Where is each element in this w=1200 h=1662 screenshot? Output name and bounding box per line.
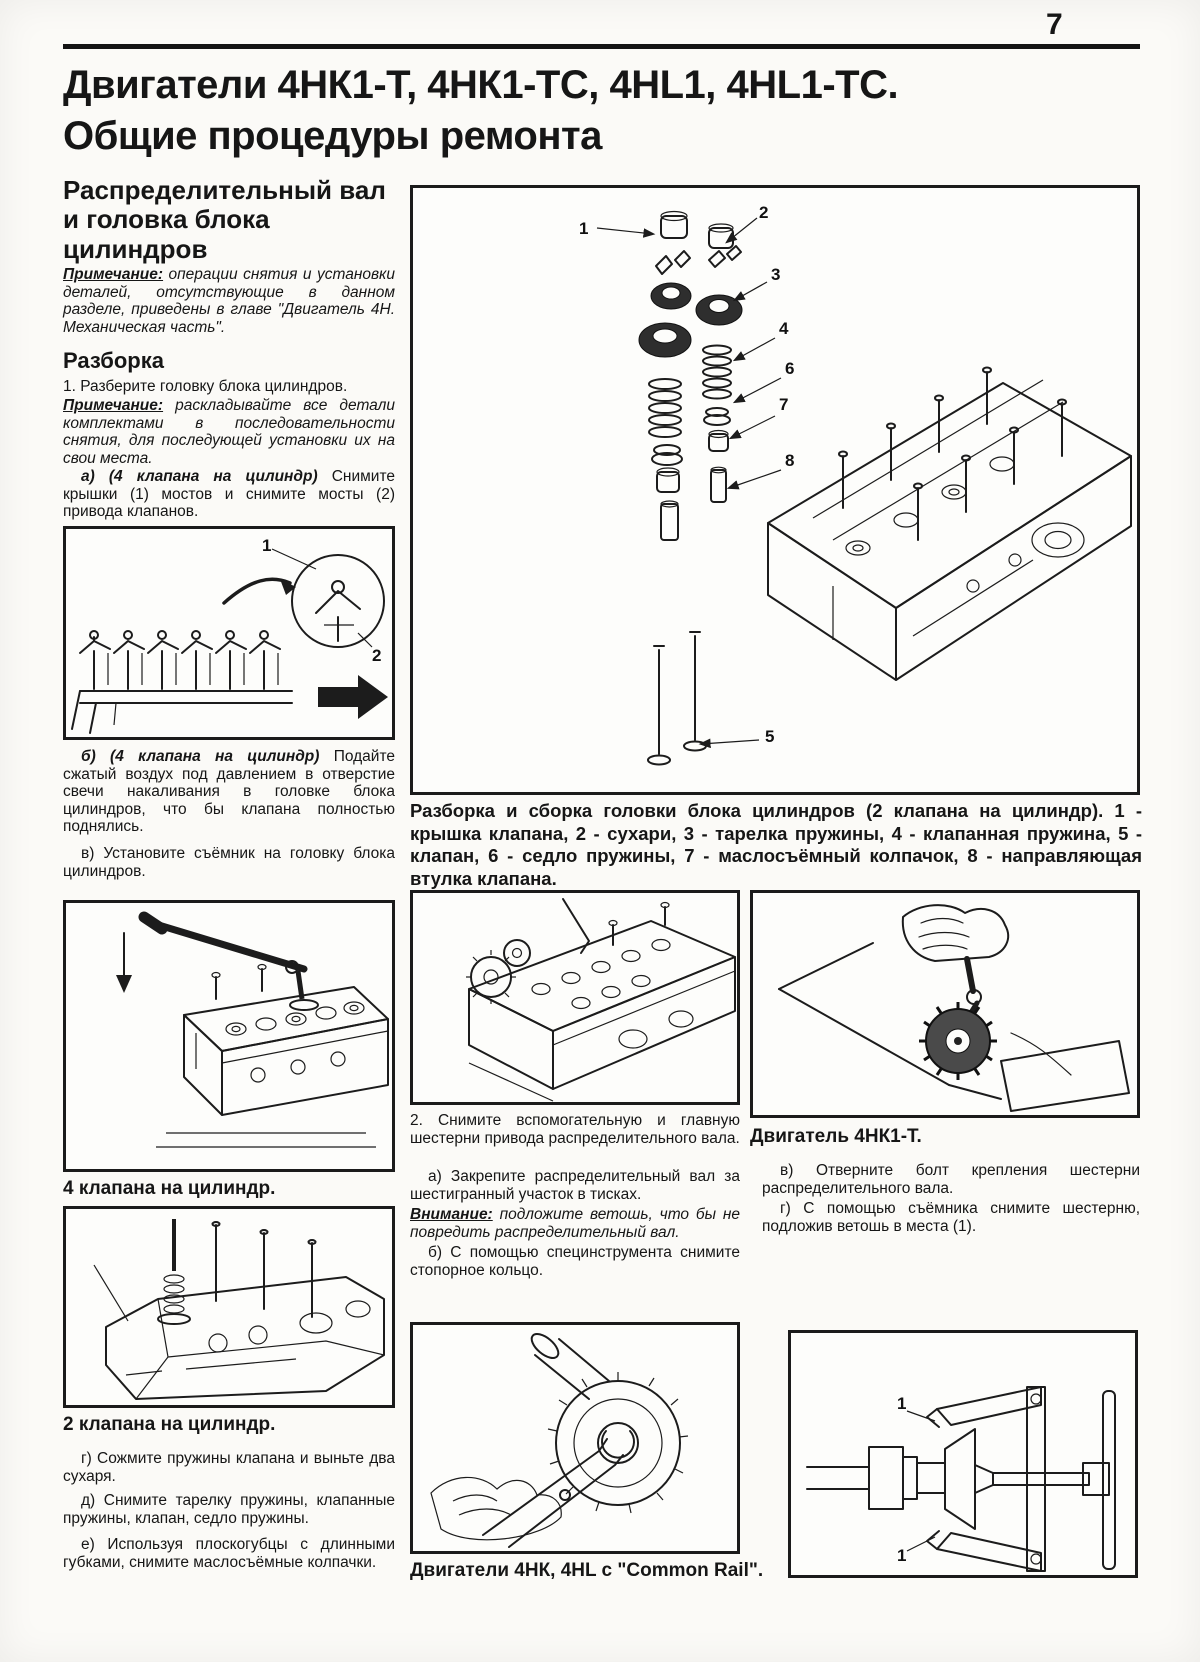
rocker-arms-drawing: 1 2 [71,536,388,734]
figure-caption-common-rail: Двигатели 4НК, 4HL с "Common Rail". [410,1560,764,1581]
puller-cone [944,1428,994,1530]
figure-snapring-gear [410,1322,740,1554]
curved-arrow-head [280,579,296,595]
warning-label: Внимание: [410,1206,493,1223]
figure-puller: 1 1 [788,1330,1138,1578]
figure-2v-head [63,1206,395,1408]
callout-2: 2 [759,203,768,222]
press-tool [116,911,319,1011]
valve-spring-left [648,378,682,438]
note-paragraph-2: Примечание: раскладывайте все детали ком… [63,397,395,467]
exploded-parts [638,210,743,541]
pliers [482,1438,624,1548]
step-1: 1. Разберите головку блока цилиндров. [63,378,348,395]
tool-rod [562,898,590,954]
head-gears-drawing [466,898,736,1102]
note-label: Примечание: [63,266,164,283]
callouts: 1 2 3 4 6 7 8 5 [579,203,794,749]
step-g: г) Сожмите пружины клапана и выньте два … [63,1450,395,1485]
section-heading: Распределительный вал и головка блока ци… [63,175,386,264]
hand [430,1476,562,1541]
callout-1: 1 [262,536,271,555]
direction-arrow [318,675,388,719]
figure-caption-4v: 4 клапана на цилиндр. [63,1178,276,1199]
callout-4: 4 [779,319,789,338]
callout-6: 6 [785,359,794,378]
2v-head-drawing [93,1219,385,1400]
head-block [468,901,736,1090]
puller-callout-1a: 1 [897,1394,906,1413]
callout-7: 7 [779,395,788,414]
snapring-gear-drawing [430,1333,689,1548]
step-v: в) Установите съёмник на головку блока ц… [63,845,395,880]
step-b-text: Подайте сжатый воздух под давлением в от… [63,748,395,836]
puller-drawing: 1 1 [806,1386,1116,1572]
figure-4v-compressor [63,900,395,1172]
spring-compressor [93,1219,191,1325]
figure-caption-4hk1t: Двигатель 4НК1-Т. [750,1126,922,1147]
step-a-lead: а) (4 клапана на цилиндр) [81,468,318,485]
note-text: операции снятия и установки деталей, отс… [63,266,395,336]
note-paragraph: Примечание: операции снятия и установки … [63,266,395,336]
valve-spring-right [702,344,732,400]
step-a-text: Снимите крышки (1) мостов и снимите мост… [63,468,395,521]
figure-head-gears [410,890,740,1105]
main-figure-caption: Разборка и сборка головки блока цилиндро… [410,800,1142,889]
4hk1t-tool-drawing [778,904,1130,1112]
cylinder-head-block [767,366,1132,681]
callout-5: 5 [765,727,774,746]
right-step-v: в) Отверните болт крепления шестерни рас… [762,1162,1140,1197]
figure-caption-2v: 2 клапана на цилиндр. [63,1414,276,1435]
step-2a: а) Закрепите распределительный вал за ше… [410,1168,740,1203]
callout-1: 1 [579,219,588,238]
screw-and-handle [992,1390,1116,1570]
camshaft-end [806,1446,946,1510]
4v-compressor-drawing [116,911,389,1148]
callout-8: 8 [785,451,794,470]
step-b: б) (4 клапана на цилиндр) Подайте сжатый… [63,748,395,836]
figure-rocker-arms: 1 2 [63,526,395,740]
rocker-row [71,630,293,734]
gear [547,1372,689,1514]
main-exploded-drawing: 1 2 3 4 6 7 8 5 [579,203,1132,766]
header-rule [63,44,1140,49]
step-2b: б) С помощью специнструмента снимите сто… [410,1244,740,1279]
note-text: раскладывайте все детали комплектами в п… [63,397,395,467]
valves [647,631,707,766]
head-body [105,1276,385,1400]
figure-4hk1t-tool [750,890,1140,1118]
subsection-heading: Разборка [63,348,164,373]
warning-text: подложите ветошь, что бы не повредить ра… [410,1206,740,1241]
puller-frame [926,1386,1046,1572]
warning-paragraph: Внимание: подложите ветошь, что бы не по… [410,1206,740,1241]
page-title-line2: Общие процедуры ремонта [63,114,602,158]
step-e: е) Используя плоскогубцы с длинными губк… [63,1536,395,1571]
step-2: 2. Снимите вспомогательную и главную шес… [410,1112,740,1147]
figure-main-exploded: 1 2 3 4 6 7 8 5 [410,185,1140,795]
cylinder-head [183,963,389,1116]
step-a: а) (4 клапана на цилиндр) Снимите крышки… [63,468,395,521]
camshaft [530,1333,610,1400]
callout-2: 2 [372,646,381,665]
inset-detail [291,554,385,648]
hand [901,904,1010,962]
studs [211,1221,317,1318]
bench [778,942,1130,1112]
puller-callout-1b: 1 [897,1546,906,1565]
camshaft-gears [466,939,531,1004]
page-number: 7 [1046,8,1063,41]
step-b-lead: б) (4 клапана на цилиндр) [81,748,320,765]
right-step-g: г) С помощью съёмника снимите шестерню, … [762,1200,1140,1235]
callout-3: 3 [771,265,780,284]
page-title-line1: Двигатели 4НК1-Т, 4НК1-ТС, 4HL1, 4HL1-ТС… [63,63,899,107]
note-label: Примечание: [63,397,164,414]
gear [919,1002,997,1080]
curved-arrow [222,577,292,605]
step-d: д) Снимите тарелку пружины, клапанные пр… [63,1492,395,1527]
